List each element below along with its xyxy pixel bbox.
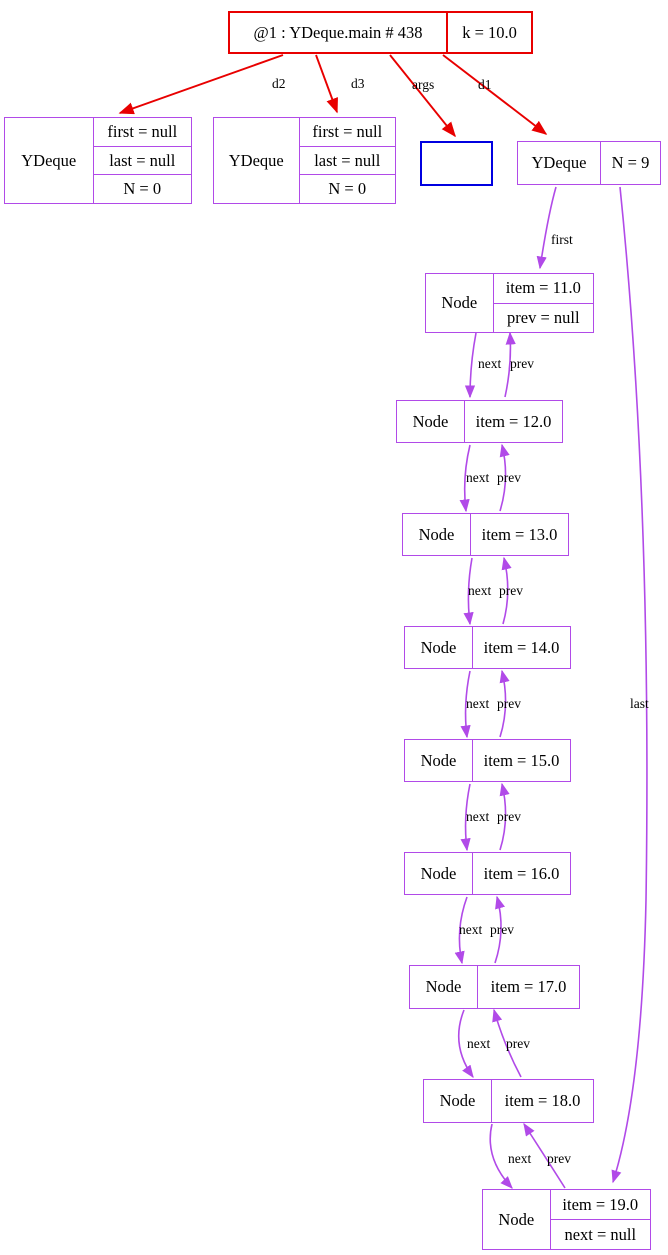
node-16[interactable]: Node item = 16.0 [404, 852, 571, 895]
node-15-item: item = 15.0 [472, 740, 570, 781]
ydeque-empty-1-class: YDeque [21, 150, 77, 170]
node-13-item: item = 13.0 [470, 514, 568, 555]
link-label-next-12-13: next [466, 470, 490, 485]
node-18[interactable]: Node item = 18.0 [423, 1079, 594, 1123]
link-label-prev-15-14: prev [497, 696, 521, 711]
ydeque-empty-2-field-n: N = 0 [299, 174, 395, 203]
link-label-next-17-18: next [467, 1036, 491, 1051]
ydeque-main-field-n: N = 9 [600, 142, 660, 184]
node-13[interactable]: Node item = 13.0 [402, 513, 569, 556]
link-label-next-14-15: next [466, 696, 490, 711]
node-11-prev: prev = null [493, 302, 593, 333]
link-label-next-18-19: next [508, 1151, 532, 1166]
edge-label-args: args [412, 77, 435, 92]
node-16-item: item = 16.0 [472, 853, 570, 894]
node-11[interactable]: Node item = 11.0 prev = null [425, 273, 594, 333]
stack-frame-title: @1 : YDeque.main # 438 [253, 22, 423, 42]
link-label-prev-18-17: prev [506, 1036, 530, 1051]
args-array[interactable] [420, 141, 493, 186]
edge-label-last: last [630, 696, 649, 711]
link-label-prev-17-16: prev [490, 922, 514, 937]
ydeque-empty-2-field-last: last = null [299, 145, 395, 175]
node-11-class: Node [441, 293, 478, 312]
ydeque-empty-2-field-first: first = null [312, 121, 383, 141]
node-14[interactable]: Node item = 14.0 [404, 626, 571, 669]
node-11-item: item = 11.0 [505, 278, 581, 298]
ydeque-main-class: YDeque [531, 153, 587, 172]
node-19[interactable]: Node item = 19.0 next = null [482, 1189, 651, 1250]
node-12-item: item = 12.0 [464, 401, 562, 442]
edge-label-d2: d2 [272, 76, 286, 91]
node-19-item: item = 19.0 [562, 1194, 639, 1214]
ydeque-main[interactable]: YDeque N = 9 [517, 141, 661, 185]
link-label-prev-13-12: prev [497, 470, 521, 485]
node-12-class: Node [412, 411, 449, 431]
link-label-next-15-16: next [466, 809, 490, 824]
edge-label-first: first [551, 232, 573, 247]
node-19-class: Node [498, 1209, 535, 1229]
ydeque-empty-2-class: YDeque [228, 150, 284, 170]
link-label-prev-16-15: prev [497, 809, 521, 824]
link-label-next-16-17: next [459, 922, 483, 937]
stack-frame-local-k: k = 10.0 [446, 13, 531, 52]
node-17-item: item = 17.0 [477, 966, 579, 1008]
edge-label-d3: d3 [351, 76, 365, 91]
node-12[interactable]: Node item = 12.0 [396, 400, 563, 443]
node-13-class: Node [418, 524, 455, 544]
ydeque-empty-1-field-first: first = null [107, 121, 178, 141]
node-19-next: next = null [550, 1219, 650, 1249]
link-label-prev-19-18: prev [547, 1151, 571, 1166]
edge-label-d1: d1 [478, 77, 492, 92]
node-14-item: item = 14.0 [472, 627, 570, 668]
node-17[interactable]: Node item = 17.0 [409, 965, 580, 1009]
node-17-class: Node [425, 977, 462, 996]
link-label-next-11-12: next [478, 356, 502, 371]
link-label-next-13-14: next [468, 583, 492, 598]
ydeque-empty-1[interactable]: YDeque first = null last = null N = 0 [4, 117, 192, 204]
ydeque-empty-1-field-n: N = 0 [93, 174, 191, 203]
ydeque-empty-1-field-last: last = null [93, 145, 191, 175]
node-15-class: Node [420, 750, 457, 770]
node-16-class: Node [420, 863, 457, 883]
stack-frame[interactable]: @1 : YDeque.main # 438 k = 10.0 [228, 11, 533, 54]
node-18-class: Node [439, 1091, 476, 1110]
ydeque-empty-2[interactable]: YDeque first = null last = null N = 0 [213, 117, 396, 204]
node-18-item: item = 18.0 [491, 1080, 593, 1122]
link-label-prev-14-13: prev [499, 583, 523, 598]
link-label-prev-12-11: prev [510, 356, 534, 371]
node-14-class: Node [420, 637, 457, 657]
node-15[interactable]: Node item = 15.0 [404, 739, 571, 782]
